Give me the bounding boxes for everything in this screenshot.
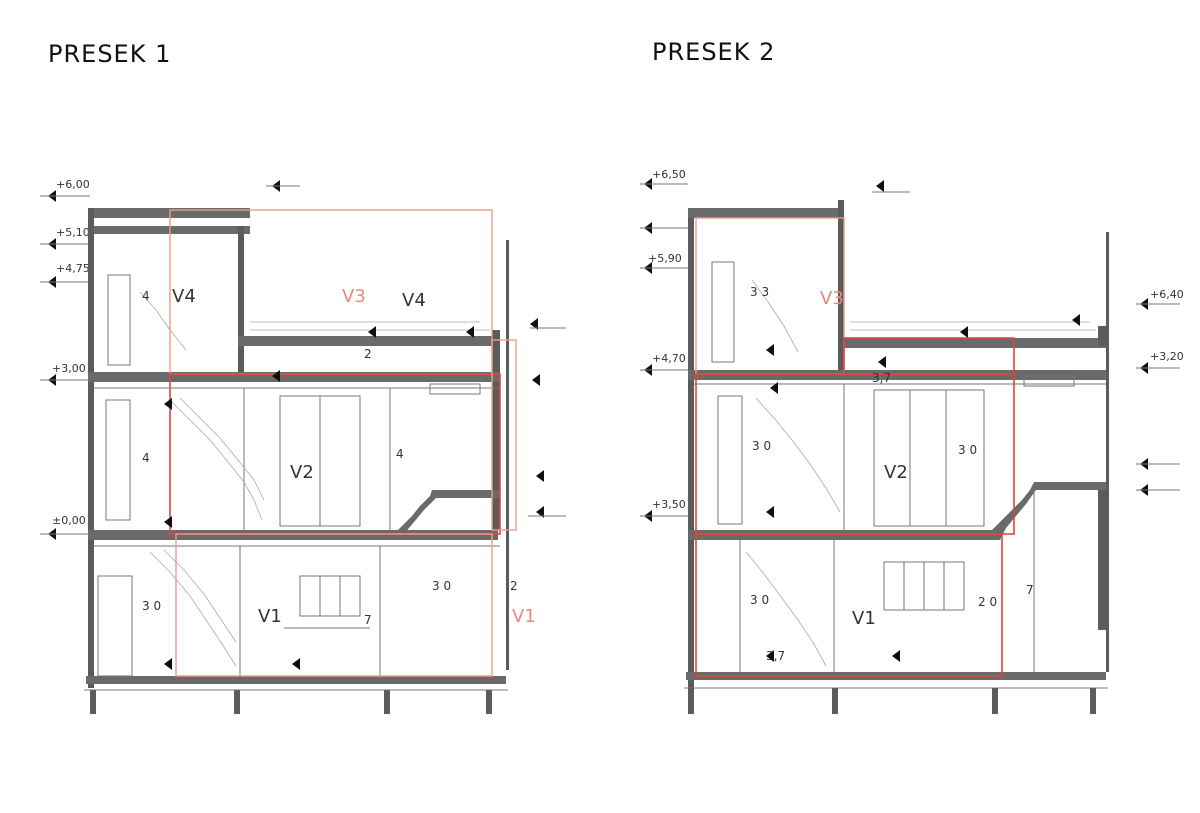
level-marker-s2-right-4	[1136, 484, 1180, 496]
svg-text:3 0: 3 0	[750, 593, 769, 607]
section-2: +6,50 +5,90 +4,70 +3,50	[640, 168, 1184, 714]
svg-text:+3,50: +3,50	[652, 498, 686, 511]
level-marker-s2-5: +3,50	[640, 498, 688, 522]
svg-text:+4,70: +4,70	[652, 352, 686, 365]
level-marker-2: +5,10	[40, 226, 90, 250]
svg-text:+5,10: +5,10	[56, 226, 90, 239]
svg-text:+4,75: +4,75	[56, 262, 90, 275]
svg-text:7: 7	[1026, 583, 1034, 597]
level-marker-s2-4: +4,70	[640, 352, 688, 376]
level-marker-5: ±0,00	[40, 514, 90, 540]
svg-text:+5,90: +5,90	[648, 252, 682, 265]
level-marker-s2-right-1: +6,40	[1136, 288, 1184, 310]
level-marker-s2-right-3	[1136, 458, 1180, 470]
volume-label-v2: V2	[290, 462, 314, 483]
svg-text:+6,00: +6,00	[56, 178, 90, 191]
svg-text:+6,40: +6,40	[1150, 288, 1184, 301]
svg-text:4: 4	[142, 451, 150, 465]
svg-text:3 0: 3 0	[142, 599, 161, 613]
svg-text:4: 4	[142, 289, 150, 303]
volume-label-v4: V4	[402, 290, 426, 311]
volume-label-s2-v3: V3	[820, 288, 844, 309]
section-1: +6,00 +5,10 +4,75 +3,00 ±0,00	[40, 178, 566, 714]
svg-text:2: 2	[510, 579, 518, 593]
level-marker-1: +6,00	[40, 178, 90, 202]
volume-label-v3: V3	[342, 286, 366, 307]
level-marker-3: +4,75	[40, 262, 90, 288]
svg-text:+3,00: +3,00	[52, 362, 86, 375]
svg-text:2 0: 2 0	[978, 595, 997, 609]
svg-text:2: 2	[364, 347, 372, 361]
svg-text:3 0: 3 0	[752, 439, 771, 453]
svg-text:+6,50: +6,50	[652, 168, 686, 181]
volume-label-s2-v2: V2	[884, 462, 908, 483]
level-marker-s2-2	[640, 222, 688, 234]
section-1-title: PRESEK 1	[48, 40, 171, 68]
volume-label-s2-v1: V1	[852, 608, 876, 629]
svg-text:±0,00: ±0,00	[52, 514, 86, 527]
level-marker-s2-3: +5,90	[640, 252, 688, 274]
level-marker-s2-right-2: +3,20	[1136, 350, 1184, 374]
level-marker-s2-1: +6,50	[640, 168, 688, 190]
svg-text:7: 7	[364, 613, 372, 627]
volume-label-v4b: V4	[172, 286, 196, 307]
volume-label-v1: V1	[258, 606, 282, 627]
svg-text:3,7: 3,7	[872, 371, 891, 385]
volume-label-v1b: V1	[512, 606, 536, 627]
svg-text:3 0: 3 0	[432, 579, 451, 593]
level-marker-4: +3,00	[40, 362, 90, 386]
svg-text:3 3: 3 3	[750, 285, 769, 299]
svg-text:3 0: 3 0	[958, 443, 977, 457]
svg-text:+3,20: +3,20	[1150, 350, 1184, 363]
section-2-title: PRESEK 2	[652, 38, 775, 66]
svg-text:4: 4	[396, 447, 404, 461]
